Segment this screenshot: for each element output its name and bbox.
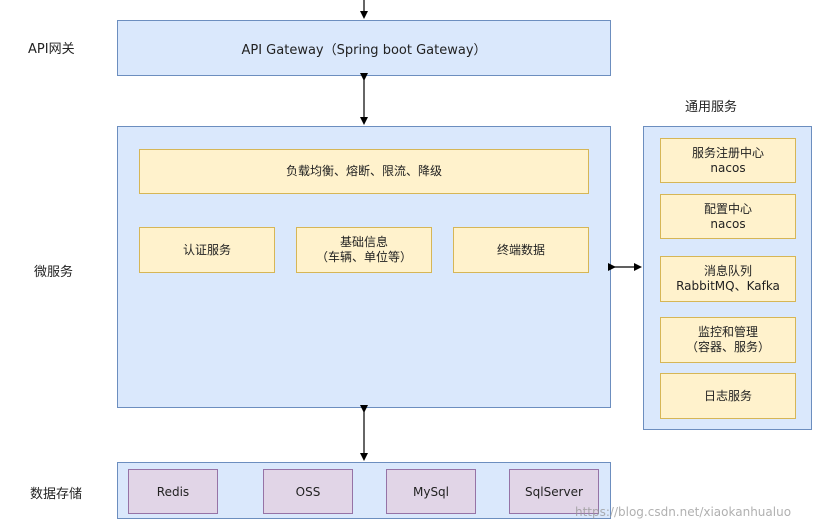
- common-service-log: 日志服务: [660, 373, 796, 419]
- common-service-line1: 监控和管理: [697, 325, 758, 339]
- api-gateway-label: API Gateway（Spring boot Gateway）: [241, 42, 487, 58]
- load-balancing-bar: 负载均衡、熔断、限流、降级: [139, 149, 589, 194]
- layer-label-gateway: API网关: [28, 42, 75, 57]
- layer-label-microservices: 微服务: [34, 265, 74, 280]
- storage-redis: Redis: [128, 469, 218, 514]
- storage-oss: OSS: [263, 469, 353, 514]
- common-service-registry: 服务注册中心 nacos: [660, 138, 796, 183]
- storage-mysql: MySql: [386, 469, 476, 514]
- storage-label: OSS: [295, 484, 321, 499]
- service-box-basic-info: 基础信息 （车辆、单位等）: [296, 227, 432, 273]
- common-service-config: 配置中心 nacos: [660, 194, 796, 239]
- common-service-line1: 消息队列: [703, 264, 752, 278]
- service-box-auth: 认证服务: [139, 227, 275, 273]
- common-service-line1: 服务注册中心: [691, 145, 764, 160]
- common-service-line2: nacos: [710, 160, 746, 175]
- service-box-line1: 认证服务: [182, 242, 231, 257]
- common-service-line1: 日志服务: [703, 388, 752, 403]
- watermark-url: https://blog.csdn.net/xiaokanhualuo: [575, 505, 792, 519]
- service-box-line1: 基础信息: [339, 235, 388, 249]
- service-box-line2: （车辆、单位等）: [315, 250, 412, 264]
- service-box-line1: 终端数据: [496, 242, 545, 257]
- common-services-title: 通用服务: [685, 100, 738, 115]
- common-service-line2: （容器、服务）: [685, 340, 770, 354]
- common-service-line2: nacos: [710, 216, 746, 231]
- api-gateway-box: API Gateway（Spring boot Gateway）: [117, 20, 611, 76]
- storage-label: SqlServer: [525, 484, 583, 499]
- service-box-terminal-data: 终端数据: [453, 227, 589, 273]
- common-service-line2: RabbitMQ、Kafka: [676, 279, 780, 293]
- common-service-mq: 消息队列 RabbitMQ、Kafka: [660, 256, 796, 302]
- load-balancing-label: 负载均衡、熔断、限流、降级: [285, 164, 442, 178]
- common-service-line1: 配置中心: [703, 201, 752, 216]
- storage-label: Redis: [156, 484, 190, 499]
- common-service-monitor: 监控和管理 （容器、服务）: [660, 317, 796, 363]
- storage-sqlserver: SqlServer: [509, 469, 599, 514]
- layer-label-storage: 数据存储: [30, 487, 83, 502]
- storage-label: MySql: [412, 484, 450, 499]
